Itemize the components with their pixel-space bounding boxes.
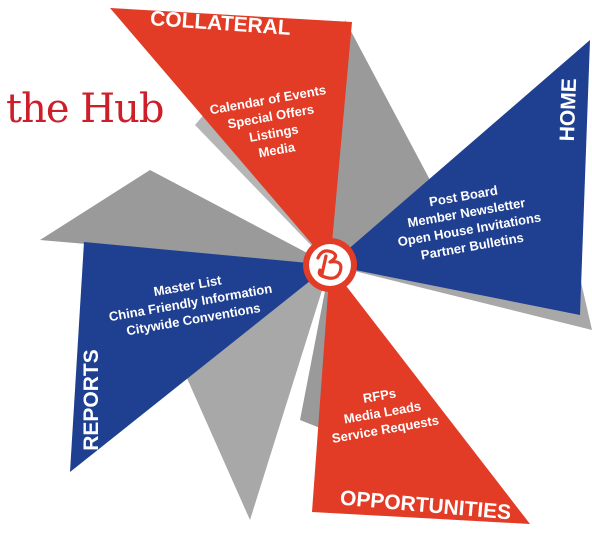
hub-b-logo-icon[interactable] [303, 238, 357, 292]
gray-blade-top-right [330, 20, 430, 265]
gray-blade-left [40, 170, 330, 265]
home-items: Post Board Member Newsletter Open House … [397, 182, 543, 262]
reports-blade[interactable] [70, 242, 330, 472]
opportunities-blade[interactable] [312, 265, 530, 524]
home-title: HOME [556, 78, 581, 142]
logo-text: the Hub [6, 86, 164, 132]
home-blade[interactable] [330, 40, 590, 315]
the-hub-logo: the Hub [6, 86, 176, 146]
opportunities-item: RFPs [362, 385, 397, 406]
collateral-blade[interactable] [110, 8, 352, 265]
reports-title: REPORTS [80, 349, 103, 451]
collateral-item: Media [257, 139, 297, 160]
